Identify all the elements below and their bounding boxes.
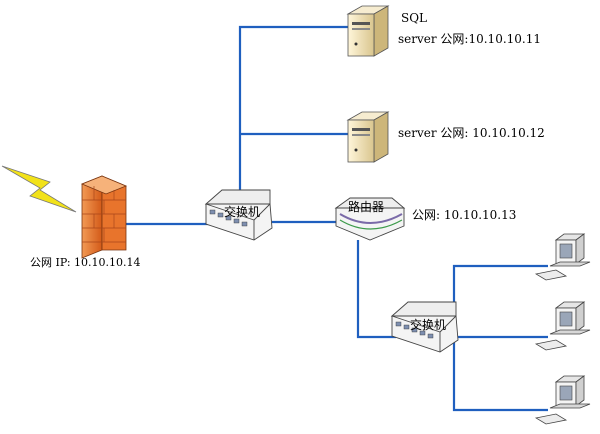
sql-server-label-line2: server 公网:10.10.10.11 — [398, 32, 541, 46]
switch-top-label: 交换机 — [224, 205, 261, 219]
switch-bottom-label: 交换机 — [410, 318, 447, 332]
server-icon-sql — [346, 5, 390, 57]
desktop-pc-icon-1 — [534, 233, 591, 281]
link-router-switch-bottom — [356, 240, 396, 339]
link-switch-pc1 — [452, 264, 548, 337]
network-switch-icon-top — [204, 189, 273, 241]
server-icon-2 — [346, 111, 390, 163]
link-switch-pc3 — [452, 337, 548, 412]
router-address-label: 公网: 10.10.10.13 — [412, 208, 517, 222]
lightning-bolt-icon — [1, 165, 77, 213]
firewall-label: 公网 IP: 10.10.10.14 — [30, 256, 141, 269]
firewall-icon — [80, 175, 128, 259]
network-switch-icon-bottom — [390, 301, 459, 353]
server2-label: server 公网: 10.10.10.12 — [398, 126, 545, 140]
link-switch-sql-server — [238, 25, 348, 205]
router-name-label: 路由器 — [348, 200, 385, 214]
router-icon — [334, 197, 406, 241]
desktop-pc-icon-2 — [534, 301, 591, 351]
desktop-pc-icon-3 — [534, 375, 591, 425]
sql-server-label-line1: SQL — [401, 11, 428, 25]
